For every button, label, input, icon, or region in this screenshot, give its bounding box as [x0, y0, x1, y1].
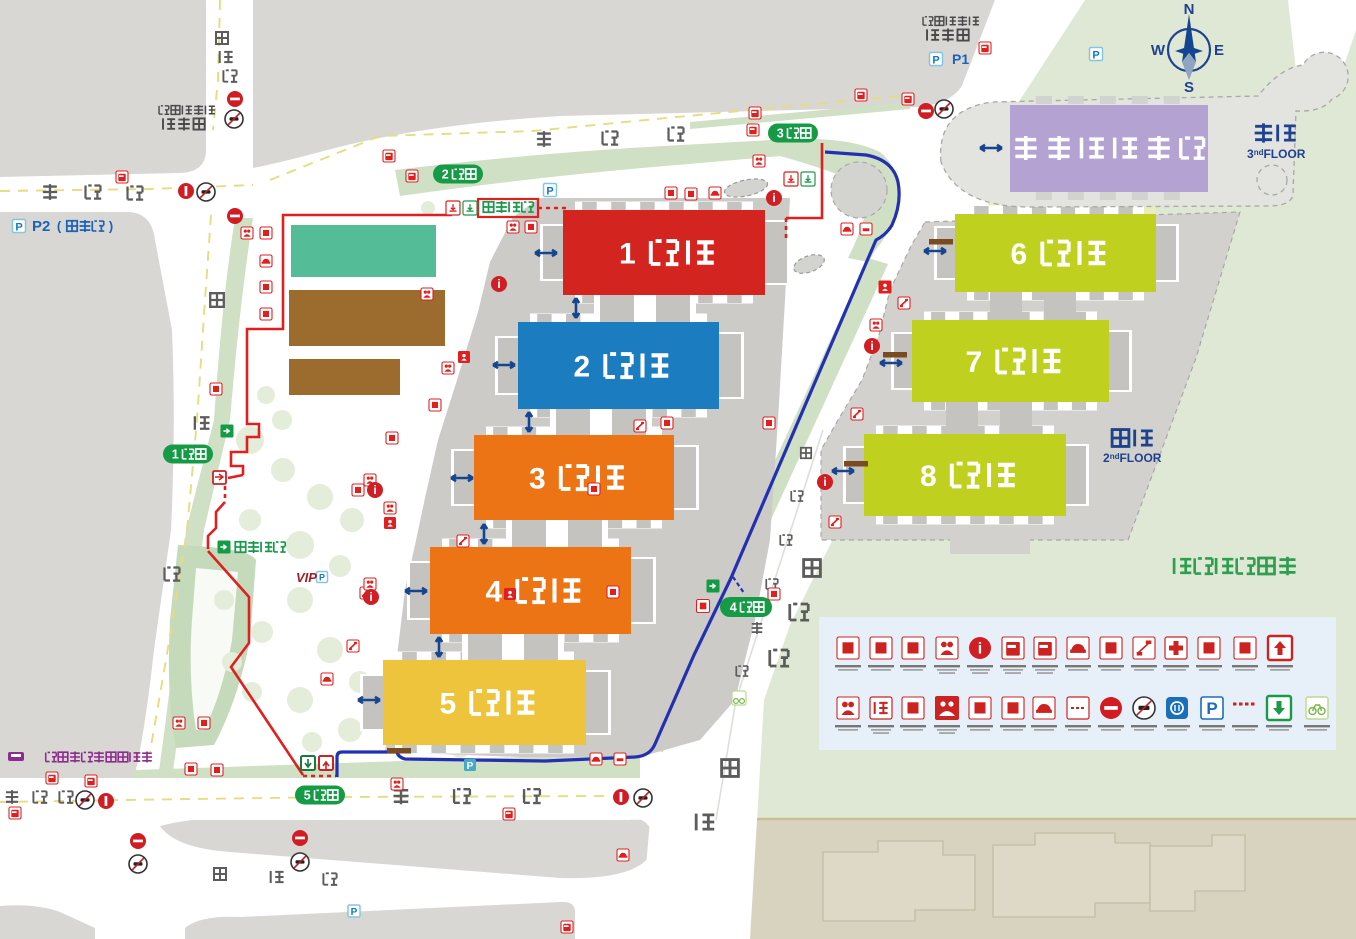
svg-text:P: P [1092, 49, 1099, 61]
svg-text:4: 4 [486, 575, 503, 608]
svg-text:i: i [369, 590, 372, 604]
svg-text:VIP: VIP [296, 570, 317, 585]
svg-text:i: i [772, 191, 775, 205]
svg-text:5: 5 [304, 789, 311, 803]
svg-text:7: 7 [966, 346, 983, 379]
svg-text:W: W [1151, 42, 1166, 59]
svg-text:3: 3 [777, 127, 784, 141]
svg-text:P: P [932, 54, 939, 66]
svg-text:i: i [497, 277, 500, 291]
svg-text:i: i [823, 475, 826, 489]
svg-text:2: 2 [574, 350, 591, 383]
svg-text:P: P [1206, 699, 1217, 718]
svg-text:6: 6 [1011, 238, 1028, 271]
svg-text:i: i [870, 339, 873, 353]
svg-text:3: 3 [529, 462, 546, 495]
svg-text:4: 4 [730, 601, 737, 615]
svg-text:2: 2 [442, 168, 449, 182]
svg-text:8: 8 [920, 460, 937, 493]
svg-text:P2: P2 [32, 218, 50, 235]
svg-text:(: ( [57, 219, 62, 234]
svg-text:P: P [467, 761, 474, 772]
svg-text:P: P [351, 907, 358, 918]
svg-text:1: 1 [172, 448, 179, 462]
svg-text:P: P [319, 573, 325, 583]
svg-text:i: i [373, 483, 376, 497]
svg-text:1: 1 [619, 237, 636, 270]
svg-text:N: N [1184, 1, 1195, 18]
svg-text:i: i [978, 641, 982, 658]
svg-text:E: E [1214, 42, 1224, 59]
svg-text:P1: P1 [952, 51, 969, 67]
svg-text:P: P [15, 221, 22, 233]
svg-text:P: P [546, 185, 553, 197]
svg-text:S: S [1184, 79, 1194, 96]
svg-text:): ) [109, 219, 113, 234]
svg-text:5: 5 [440, 687, 457, 720]
